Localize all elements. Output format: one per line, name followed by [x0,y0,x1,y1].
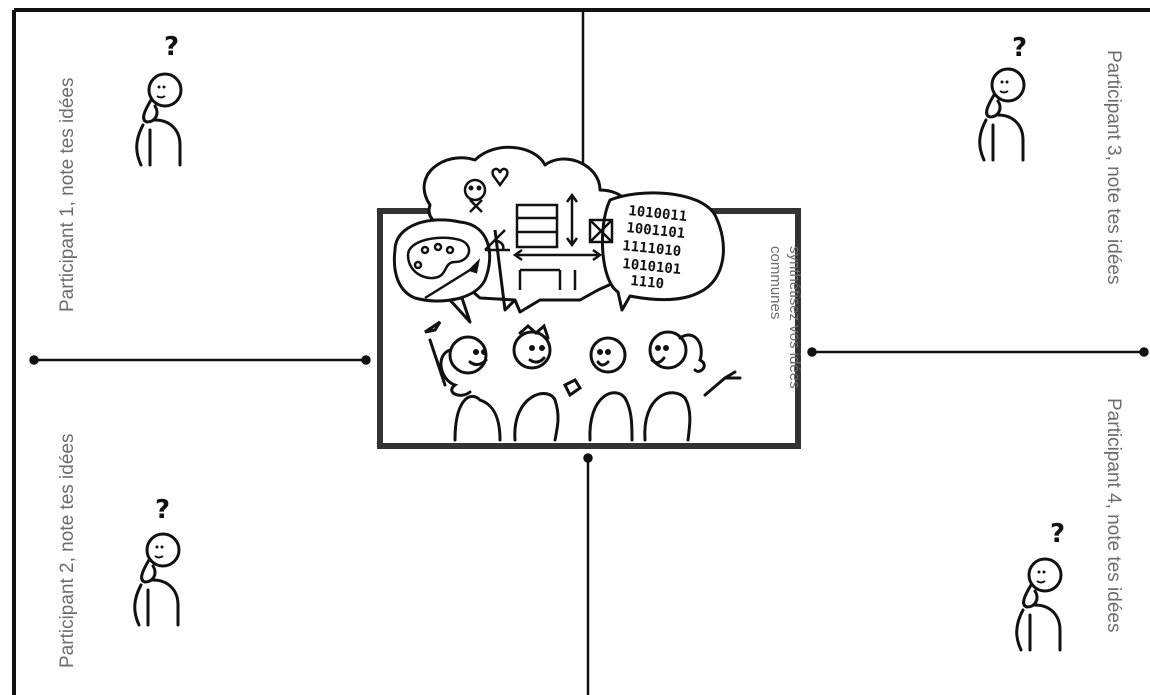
participant-4-label: Participant 4, note tes idées [1104,398,1123,632]
thinking-person-3 [980,69,1024,160]
question-mark-1: ? [164,32,179,62]
participant-3-label: Participant 3, note tes idées [1104,50,1123,284]
thinking-person-2 [135,534,179,625]
synthesis-line-1: synthétisez vos idées [785,246,804,316]
question-mark-4: ? [1050,519,1065,549]
question-mark-2: ? [155,495,170,525]
question-mark-3: ? [1012,33,1027,63]
participant-2-label: Participant 2, note tes idées [58,434,77,668]
thinking-person-1 [137,74,181,165]
synthesis-label: synthétisez vos idées communes [766,246,804,316]
thinking-person-4 [1017,559,1061,650]
synthesis-line-2: communes [766,246,785,316]
participant-1-label: Participant 1, note tes idées [58,78,77,312]
